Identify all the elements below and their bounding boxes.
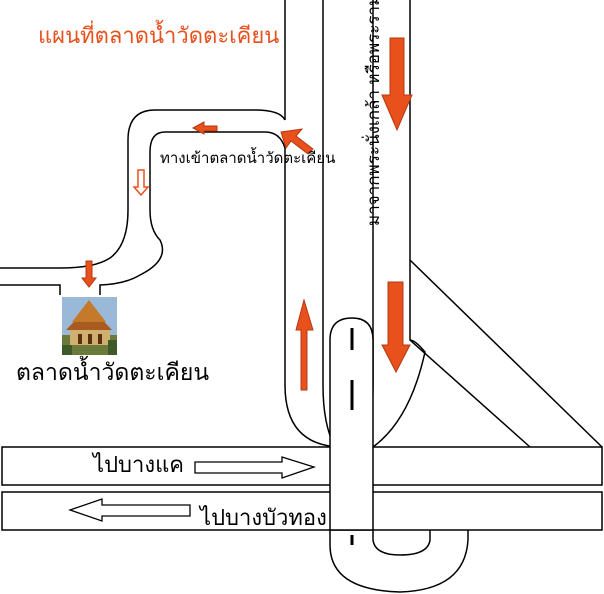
arrow-up-red: [295, 298, 314, 391]
market-label: ตลาดน้ำวัดตะเคียน: [16, 360, 210, 386]
arrow-left-outline: [68, 498, 191, 522]
entrance-lane-inner: [99, 131, 286, 295]
arrow-down-red: [381, 37, 413, 132]
arrow-right-outline: [194, 456, 317, 479]
u-turn-inner: [372, 530, 431, 556]
entrance-lane-outer: [0, 109, 286, 269]
arrow-small-left: [191, 121, 218, 135]
main-road-left-edge: [284, 0, 341, 448]
main-road-right-edge: [409, 0, 603, 448]
arrow-small-down: [80, 260, 98, 288]
crossing-road: [329, 317, 374, 531]
map-title: แผนที่ตลาดน้ำวัดตะเคียน: [38, 24, 280, 49]
entrance-lane-lower: [0, 284, 61, 295]
to-bangbuathong-label: ไปบางบัวทอง: [200, 506, 327, 531]
road-origin-label: มาจากพระนั่งเกล้า หรือพระราม 5: [364, 0, 384, 226]
merge-curve: [372, 339, 426, 448]
entrance-label: ทางเข้าตลาดน้ำวัดตะเคียน: [160, 149, 336, 167]
road-bangkhae: [1, 446, 603, 486]
to-bangkhae-label: ไปบางแค: [93, 453, 184, 478]
main-road-right-edge-lower: [409, 260, 531, 448]
arrow-small-diag: [280, 128, 314, 155]
temple-photo: [62, 297, 117, 355]
arrow-small-down-white: [132, 169, 150, 197]
u-turn-outer: [329, 530, 469, 593]
road-bangbuathong: [1, 491, 603, 531]
arrow-down-red: [381, 281, 411, 374]
